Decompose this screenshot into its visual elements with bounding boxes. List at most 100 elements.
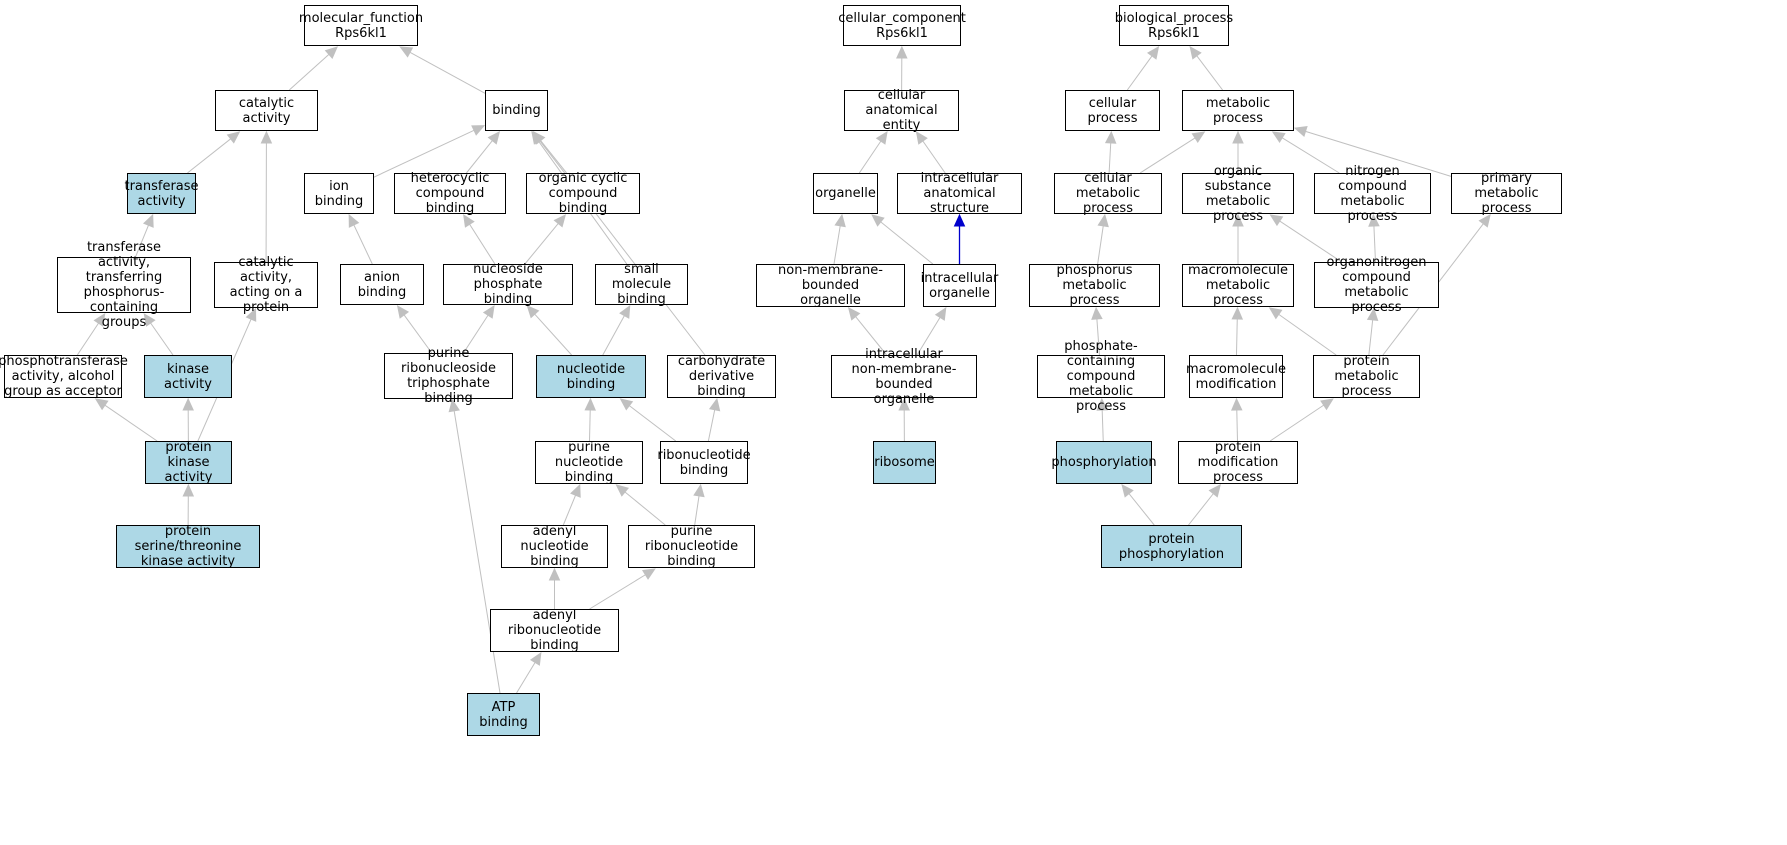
arrowhead-adenyl_nucleotide-to-purine_nucleotide [570, 483, 581, 498]
edge-intracell_nonmem-to-nonmem_organelle [855, 316, 888, 356]
node-atp-binding[interactable]: ATP binding [467, 693, 540, 736]
node-intracellular-anatomical-structure[interactable]: intracellular anatomical structure [897, 171, 1022, 216]
node-anion-binding[interactable]: anion binding [340, 264, 424, 305]
arrowhead-protein_phosphorylation-to-phosphorylation [1121, 484, 1134, 498]
node-purine-ribonucleoside-triphosphate-binding[interactable]: purine ribonucleoside triphosphate bindi… [384, 346, 513, 406]
arrowhead-metabolic_process-to-bp_root [1189, 46, 1202, 60]
arrowhead-protein_mod-to-macromolecule_mod [1231, 397, 1243, 411]
node-protein-metabolic-process[interactable]: protein metabolic process [1313, 354, 1420, 399]
arrowhead-ion_binding-to-binding [471, 125, 486, 136]
arrowhead-purine_rntp-to-anion_binding [396, 305, 410, 319]
arrowhead-carbohydrate_deriv-to-binding [532, 131, 545, 145]
edge-ribonucleotide-to-carbohydrate_deriv [707, 409, 716, 442]
arrowhead-nucleoside_phosphate-to-organic_cyclic [553, 214, 567, 228]
edge-cell_metabolic-to-metabolic_process [1139, 137, 1196, 174]
node-nitrogen-compound-metabolic-process[interactable]: nitrogen compound metabolic process [1314, 164, 1431, 224]
edge-phosphate_containing-to-phosphorus_metabolic [1096, 318, 1100, 356]
node-cellular-anatomical-entity[interactable]: cellular anatomical entity [844, 88, 959, 133]
node-protein-serine-threonine-kinase-activity[interactable]: protein serine/threonine kinase activity [116, 524, 260, 569]
node-adenyl-nucleotide-binding[interactable]: adenyl nucleotide binding [501, 524, 608, 569]
edge-purine_ribonucleotide-to-purine_nucleotide [624, 491, 666, 526]
arrowhead-primary_metabolic-to-metabolic_process [1293, 125, 1308, 138]
node-ion-binding[interactable]: ion binding [304, 173, 374, 214]
node-transferase-phosphorus-groups[interactable]: transferase activity, transferring phosp… [57, 240, 191, 330]
node-small-molecule-binding[interactable]: small molecule binding [595, 262, 688, 307]
node-macromolecule-modification[interactable]: macromolecule modification [1186, 355, 1286, 398]
arrowhead-phosphate_containing-to-phosphorus_metabolic [1091, 306, 1103, 320]
arrowhead-kinase-to-transferase_phos [143, 313, 156, 327]
node-kinase-activity[interactable]: kinase activity [144, 355, 232, 398]
arrowhead-intracell_organelle-to-organelle [871, 214, 885, 227]
node-carbohydrate-derivative-binding[interactable]: carbohydrate derivative binding [667, 354, 776, 399]
node-catalytic-activity[interactable]: catalytic activity [215, 90, 318, 131]
node-protein-phosphorylation[interactable]: protein phosphorylation [1101, 525, 1242, 568]
edge-intracell_nonmem-to-intracell_organelle [916, 317, 941, 356]
node-protein-kinase-activity[interactable]: protein kinase activity [145, 440, 232, 485]
edge-anion_binding-to-ion_binding [353, 224, 373, 265]
arrowhead-protein_metabolic-to-organonitrogen [1366, 307, 1379, 322]
arrowhead-phosphotransferase-to-transferase_phos [93, 312, 106, 327]
node-ribonucleotide-binding[interactable]: ribonucleotide binding [657, 441, 751, 484]
node-phosphorylation[interactable]: phosphorylation [1051, 441, 1157, 484]
edge-organonitrogen-to-nitrogen_compound [1373, 225, 1376, 263]
arrowhead-purine_nucleotide-to-nucleotide_binding [584, 397, 596, 411]
arrowhead-protein_metabolic-to-primary_metabolic [1478, 214, 1491, 228]
arrowhead-binding-to-mf_root [399, 46, 414, 58]
edge-catalytic-to-mf_root [288, 53, 330, 91]
node-molecular-function-root[interactable]: molecular_function Rps6kl1 [299, 5, 423, 46]
node-transferase-activity[interactable]: transferase activity [124, 173, 199, 214]
node-adenyl-ribonucleotide-binding[interactable]: adenyl ribonucleotide binding [490, 608, 619, 653]
edge-transferase-to-catalytic [187, 138, 231, 174]
edge-nucleotide_binding-to-small_molecule [602, 315, 625, 356]
node-phosphate-containing-compound-metabolic-process[interactable]: phosphate-containing compound metabolic … [1037, 339, 1165, 414]
node-purine-ribonucleotide-binding[interactable]: purine ribonucleotide binding [628, 524, 755, 569]
arrowhead-protein_phosphorylation-to-protein_mod [1208, 484, 1221, 498]
edge-organelle-to-cell_anat [858, 140, 882, 174]
node-non-membrane-bounded-organelle[interactable]: non-membrane-bounded organelle [756, 263, 905, 308]
edge-macromolecule_mod-to-macromolecule_metabolic [1235, 318, 1238, 356]
node-cellular-metabolic-process[interactable]: cellular metabolic process [1054, 171, 1162, 216]
arrowhead-adenyl_ribonucleotide-to-purine_ribonucleotide [641, 568, 656, 580]
edge-protein_kinase-to-phosphotransferase [104, 404, 158, 442]
edge-cellular_process-to-bp_root [1126, 55, 1153, 91]
node-nucleoside-phosphate-binding[interactable]: nucleoside phosphate binding [443, 262, 573, 307]
arrowhead-macromolecule_metabolic-to-organic_subst [1232, 213, 1244, 227]
node-organonitrogen-compound-metabolic-process[interactable]: organonitrogen compound metabolic proces… [1314, 255, 1439, 315]
edge-intracell_organelle-to-organelle [880, 221, 934, 265]
node-organic-substance-metabolic-process[interactable]: organic substance metabolic process [1182, 164, 1294, 224]
arrowhead-purine_ribonucleotide-to-ribonucleotide [693, 483, 705, 498]
node-phosphorus-metabolic-process[interactable]: phosphorus metabolic process [1029, 263, 1160, 308]
node-biological-process-root[interactable]: biological_process Rps6kl1 [1115, 5, 1233, 46]
edge-ion_binding-to-binding [373, 129, 475, 178]
arrowhead-catalytic_protein-to-catalytic [260, 130, 273, 144]
edge-purine_rntp-to-nucleoside_phosphate [463, 314, 489, 354]
node-purine-nucleotide-binding[interactable]: purine nucleotide binding [535, 440, 643, 485]
edge-protein_metabolic-to-macromolecule_metabolic [1278, 313, 1337, 356]
arrowhead-protein_kinase-to-catalytic_protein [245, 307, 257, 322]
node-nucleotide-binding[interactable]: nucleotide binding [536, 355, 646, 398]
edge-phosphorus_metabolic-to-cell_metabolic [1097, 225, 1104, 265]
node-intracellular-non-membrane-bounded-organelle[interactable]: intracellular non-membrane-bounded organ… [831, 347, 977, 407]
edge-binding-to-mf_root [409, 51, 486, 94]
arrowhead-intracell_struct-to-cell_anat [915, 131, 928, 145]
node-intracellular-organelle[interactable]: intracellular organelle [921, 264, 998, 307]
arrowhead-ser_thr_kinase-to-protein_kinase [182, 483, 195, 497]
node-catalytic-activity-on-protein[interactable]: catalytic activity, acting on a protein [214, 255, 318, 315]
node-cellular-component-root[interactable]: cellular_component Rps6kl1 [838, 5, 966, 46]
node-primary-metabolic-process[interactable]: primary metabolic process [1451, 171, 1562, 216]
arrowhead-organonitrogen-to-nitrogen_compound [1368, 213, 1380, 227]
node-organelle[interactable]: organelle [813, 173, 878, 214]
node-binding[interactable]: binding [485, 90, 548, 131]
node-ribosome[interactable]: ribosome [873, 441, 936, 484]
node-metabolic-process[interactable]: metabolic process [1182, 90, 1294, 131]
node-phosphotransferase-activity[interactable]: phosphotransferase activity, alcohol gro… [0, 354, 128, 399]
arrowhead-ribosome-to-intracell_nonmem [898, 397, 910, 411]
edge-ribonucleotide-to-nucleotide_binding [629, 405, 677, 442]
arrowhead-organonitrogen-to-organic_subst [1269, 214, 1284, 227]
node-cellular-process[interactable]: cellular process [1065, 90, 1160, 131]
node-macromolecule-metabolic-process[interactable]: macromolecule metabolic process [1182, 263, 1294, 308]
node-protein-modification-process[interactable]: protein modification process [1178, 440, 1298, 485]
edge-adenyl_ribonucleotide-to-purine_ribonucleotide [589, 574, 646, 610]
node-heterocyclic-compound-binding[interactable]: heterocyclic compound binding [394, 171, 506, 216]
node-organic-cyclic-compound-binding[interactable]: organic cyclic compound binding [526, 171, 640, 216]
